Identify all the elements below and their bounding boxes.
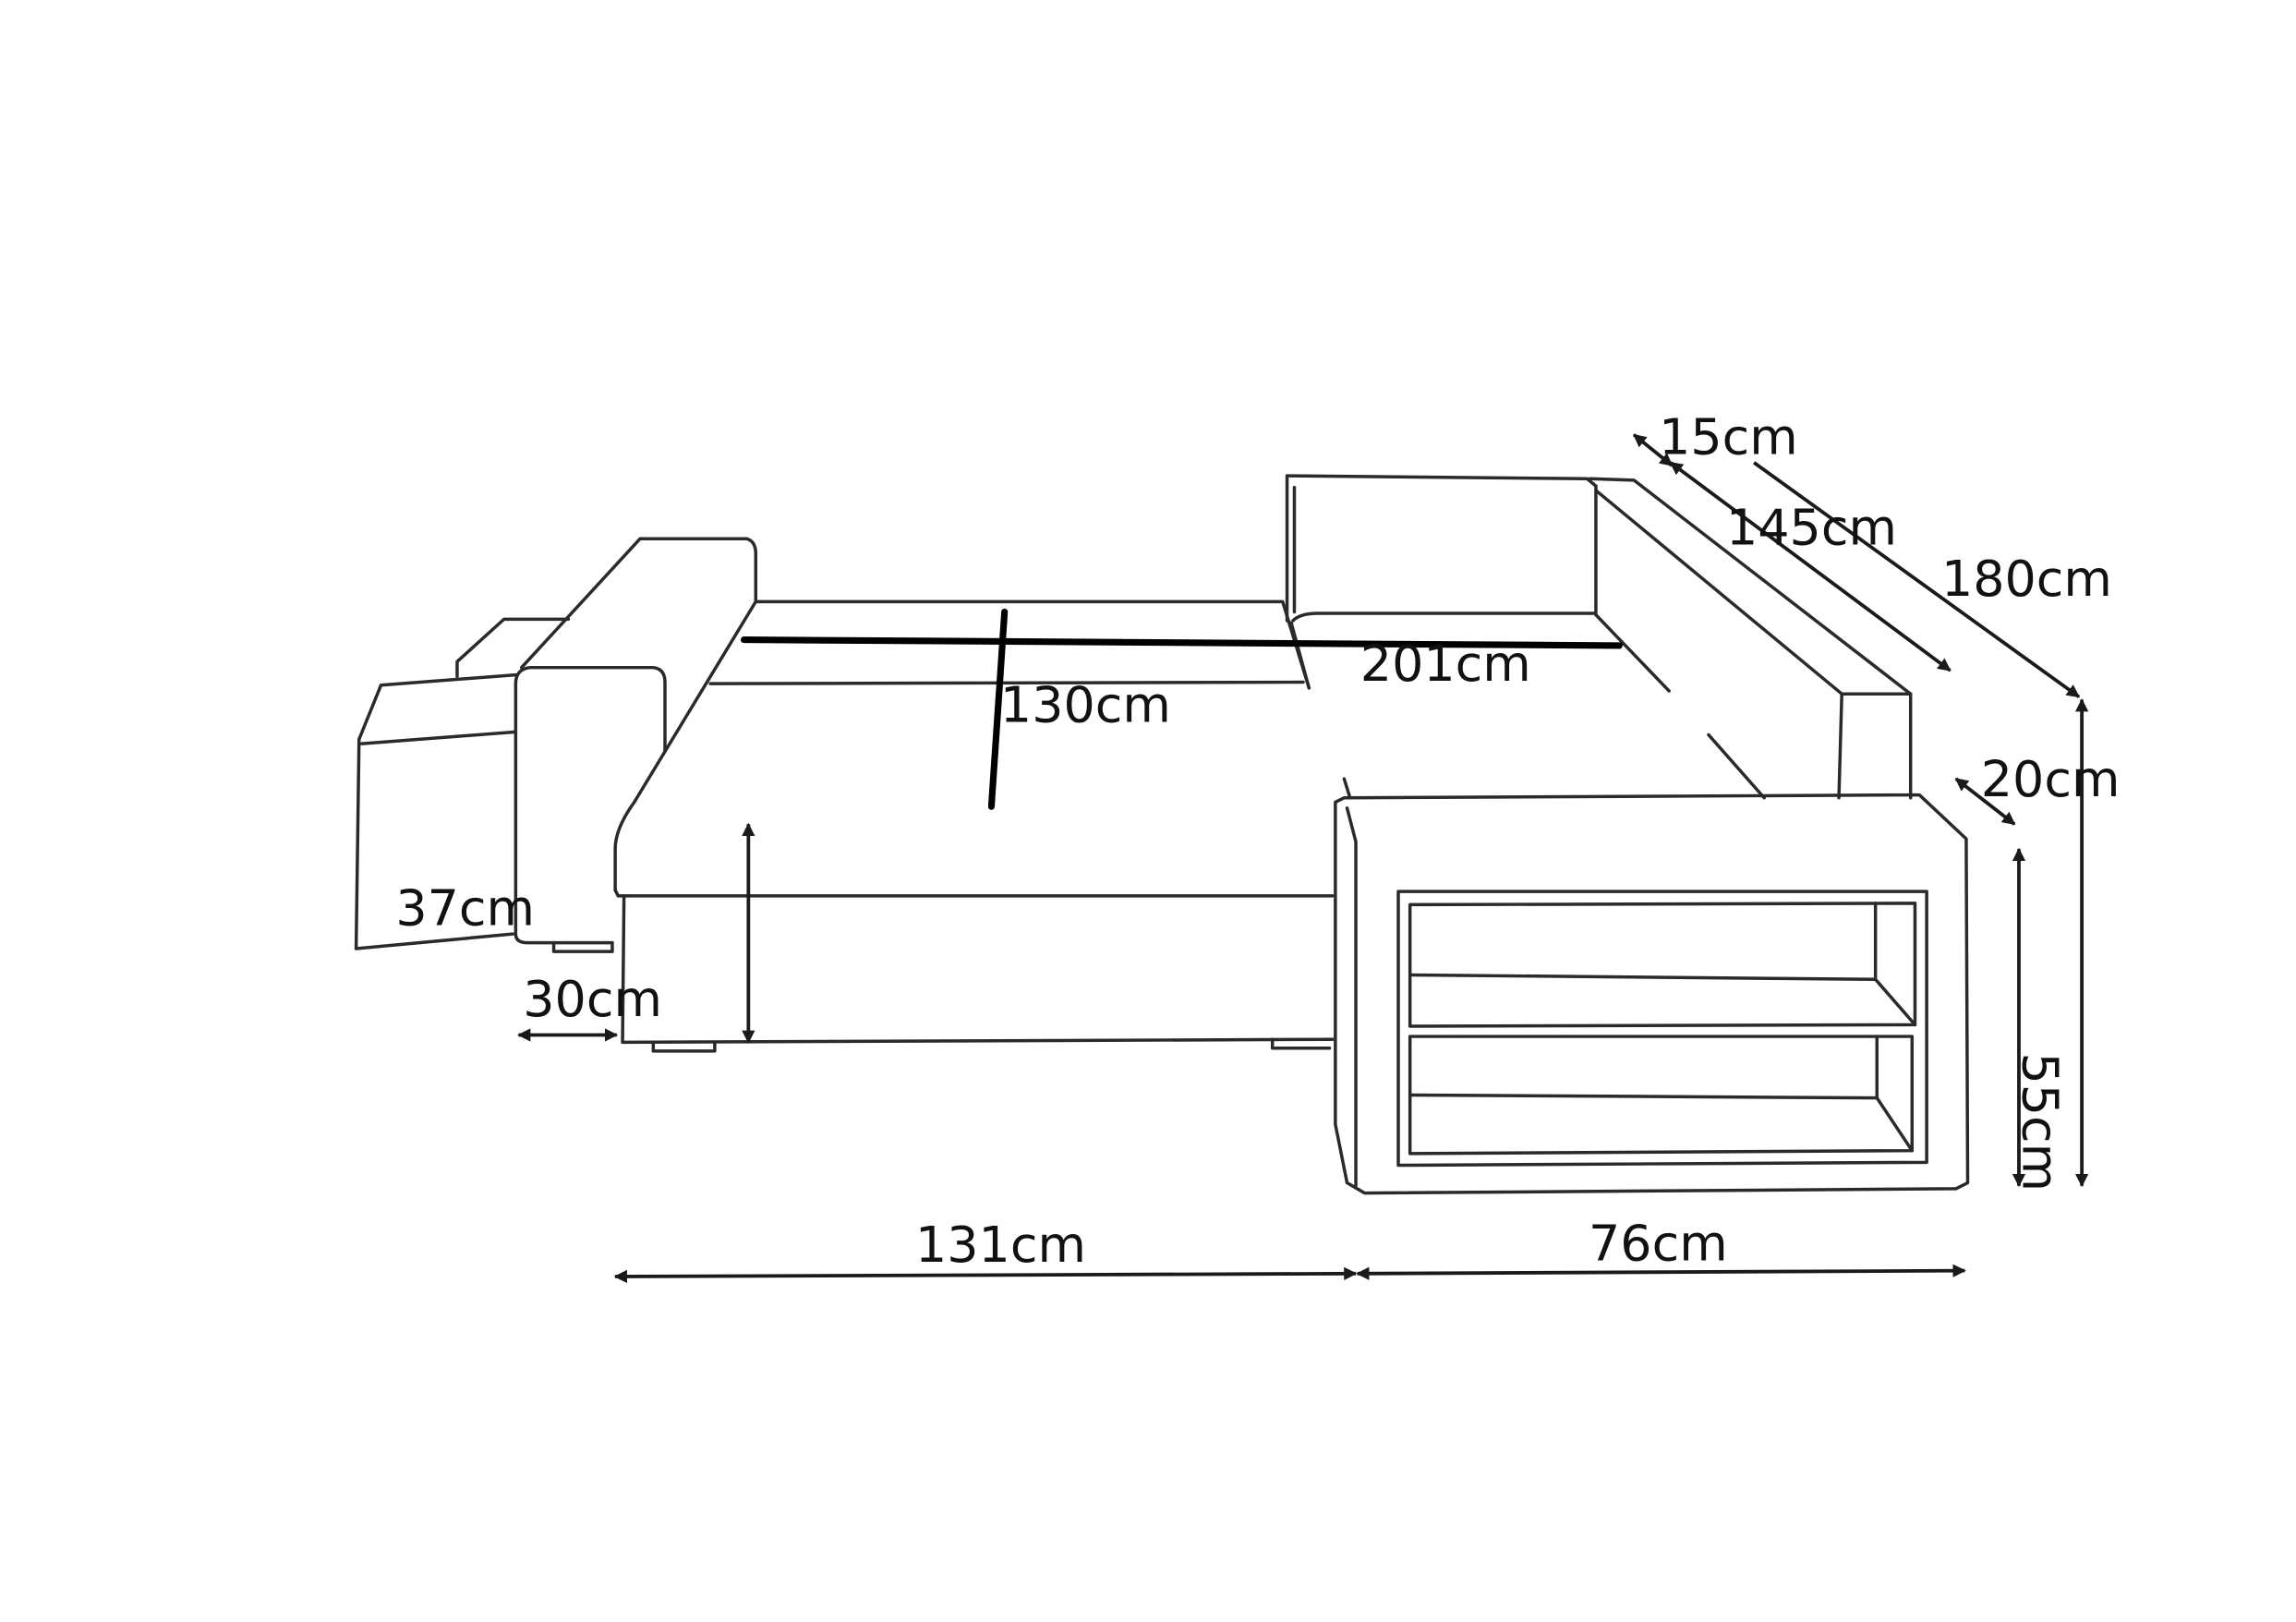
label-145cm: 145cm: [1726, 499, 1897, 557]
label-180cm: 180cm: [1941, 550, 2112, 608]
dimension-arrow-131: [613, 1266, 1358, 1284]
dimension-line-130: [987, 608, 1009, 810]
label-30cm: 30cm: [523, 970, 662, 1028]
dimension-line-201: [741, 636, 1623, 649]
label-15cm: 15cm: [1659, 407, 1798, 466]
label-76cm: 76cm: [1589, 1215, 1728, 1273]
label-131cm: 131cm: [915, 1216, 1086, 1274]
dimension-arrow-20: [1954, 777, 2016, 826]
measurement-lines: [517, 433, 2089, 1284]
dimension-arrow-76: [1356, 1264, 1966, 1280]
label-130cm: 130cm: [1000, 675, 1171, 733]
dimension-arrow-180: [1753, 461, 2081, 698]
dimension-arrow-145: [1669, 461, 1952, 672]
dimension-arrow-15: [1632, 433, 1674, 467]
label-20cm: 20cm: [1981, 750, 2121, 808]
dimension-labels: 15cm 145cm 180cm 201cm 130cm 20cm 37cm 3…: [395, 407, 2120, 1274]
sofa-outline: [354, 474, 1970, 1195]
label-55cm: 55cm: [2012, 1052, 2070, 1192]
label-201cm: 201cm: [1360, 635, 1531, 693]
label-37cm: 37cm: [395, 879, 535, 938]
